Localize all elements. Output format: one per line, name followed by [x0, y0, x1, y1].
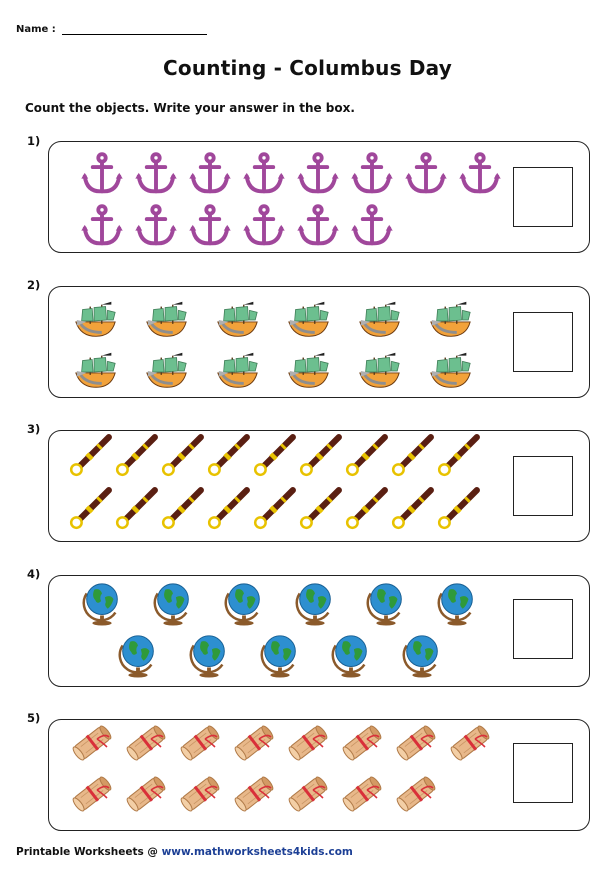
- anchor-icon: [79, 203, 125, 249]
- question-3-panel: [48, 430, 590, 542]
- ship-icon: [428, 297, 474, 343]
- telescope-icon: [297, 486, 343, 532]
- globe-icon: [115, 632, 161, 678]
- scroll-icon: [69, 771, 115, 817]
- answer-box-5[interactable]: [513, 743, 573, 803]
- question-number: 5): [27, 711, 41, 725]
- question-5-panel: [48, 719, 590, 831]
- telescope-icon: [67, 486, 113, 532]
- ship-icon: [73, 348, 119, 394]
- question-number: 1): [27, 134, 41, 148]
- scroll-icon: [339, 720, 385, 766]
- anchor-icon: [133, 151, 179, 197]
- telescope-icon: [435, 433, 481, 479]
- ship-icon: [215, 348, 261, 394]
- question-3-objects: [49, 431, 504, 541]
- globe-icon: [399, 632, 445, 678]
- globe-icon: [292, 580, 338, 626]
- ship-icon: [73, 297, 119, 343]
- question-number: 2): [27, 278, 41, 292]
- globe-icon: [150, 580, 196, 626]
- question-5-objects: [49, 720, 504, 830]
- globe-icon: [328, 632, 374, 678]
- question-2-objects: [49, 287, 504, 397]
- scroll-icon: [177, 720, 223, 766]
- ship-icon: [428, 348, 474, 394]
- answer-box-1[interactable]: [513, 167, 573, 227]
- footer-site-link[interactable]: www.mathworksheets4kids.com: [161, 846, 353, 858]
- telescope-icon: [251, 486, 297, 532]
- ship-icon: [144, 297, 190, 343]
- ship-icon: [286, 297, 332, 343]
- telescope-icon: [251, 433, 297, 479]
- telescope-icon: [389, 486, 435, 532]
- anchor-icon: [349, 203, 395, 249]
- question-4-panel: [48, 575, 590, 687]
- question-1-panel: [48, 141, 590, 253]
- globe-icon: [186, 632, 232, 678]
- footer-label: Printable Worksheets @: [16, 846, 162, 858]
- scroll-icon: [231, 771, 277, 817]
- page-title: Counting - Columbus Day: [163, 56, 452, 80]
- scroll-icon: [285, 771, 331, 817]
- anchor-icon: [133, 203, 179, 249]
- telescope-icon: [113, 486, 159, 532]
- globe-icon: [257, 632, 303, 678]
- anchor-icon: [241, 203, 287, 249]
- telescope-icon: [113, 433, 159, 479]
- telescope-icon: [343, 486, 389, 532]
- globe-icon: [79, 580, 125, 626]
- scroll-icon: [393, 771, 439, 817]
- telescope-icon: [205, 433, 251, 479]
- scroll-icon: [177, 771, 223, 817]
- anchor-icon: [349, 151, 395, 197]
- scroll-icon: [339, 771, 385, 817]
- anchor-icon: [79, 151, 125, 197]
- answer-box-2[interactable]: [513, 312, 573, 372]
- anchor-icon: [187, 151, 233, 197]
- scroll-icon: [393, 720, 439, 766]
- telescope-icon: [343, 433, 389, 479]
- scroll-icon: [447, 720, 493, 766]
- ship-icon: [357, 348, 403, 394]
- footer: Printable Worksheets @ www.mathworksheet…: [16, 846, 353, 858]
- telescope-icon: [297, 433, 343, 479]
- telescope-icon: [67, 433, 113, 479]
- scroll-icon: [69, 720, 115, 766]
- telescope-icon: [389, 433, 435, 479]
- anchor-icon: [295, 151, 341, 197]
- anchor-icon: [241, 151, 287, 197]
- telescope-icon: [159, 486, 205, 532]
- ship-icon: [357, 297, 403, 343]
- ship-icon: [286, 348, 332, 394]
- anchor-icon: [187, 203, 233, 249]
- name-blank-line[interactable]: [61, 23, 207, 35]
- telescope-icon: [205, 486, 251, 532]
- question-1-objects: [49, 142, 504, 252]
- scroll-icon: [231, 720, 277, 766]
- instructions: Count the objects. Write your answer in …: [25, 101, 355, 115]
- question-number: 3): [27, 422, 41, 436]
- globe-icon: [363, 580, 409, 626]
- question-2-panel: [48, 286, 590, 398]
- anchor-icon: [457, 151, 503, 197]
- scroll-icon: [123, 720, 169, 766]
- telescope-icon: [159, 433, 205, 479]
- question-4-objects: [49, 576, 504, 686]
- globe-icon: [434, 580, 480, 626]
- ship-icon: [144, 348, 190, 394]
- scroll-icon: [123, 771, 169, 817]
- name-label: Name :: [16, 24, 56, 35]
- anchor-icon: [295, 203, 341, 249]
- answer-box-3[interactable]: [513, 456, 573, 516]
- telescope-icon: [435, 486, 481, 532]
- name-field: Name :: [16, 23, 207, 35]
- ship-icon: [215, 297, 261, 343]
- scroll-icon: [285, 720, 331, 766]
- question-number: 4): [27, 567, 41, 581]
- globe-icon: [221, 580, 267, 626]
- answer-box-4[interactable]: [513, 599, 573, 659]
- anchor-icon: [403, 151, 449, 197]
